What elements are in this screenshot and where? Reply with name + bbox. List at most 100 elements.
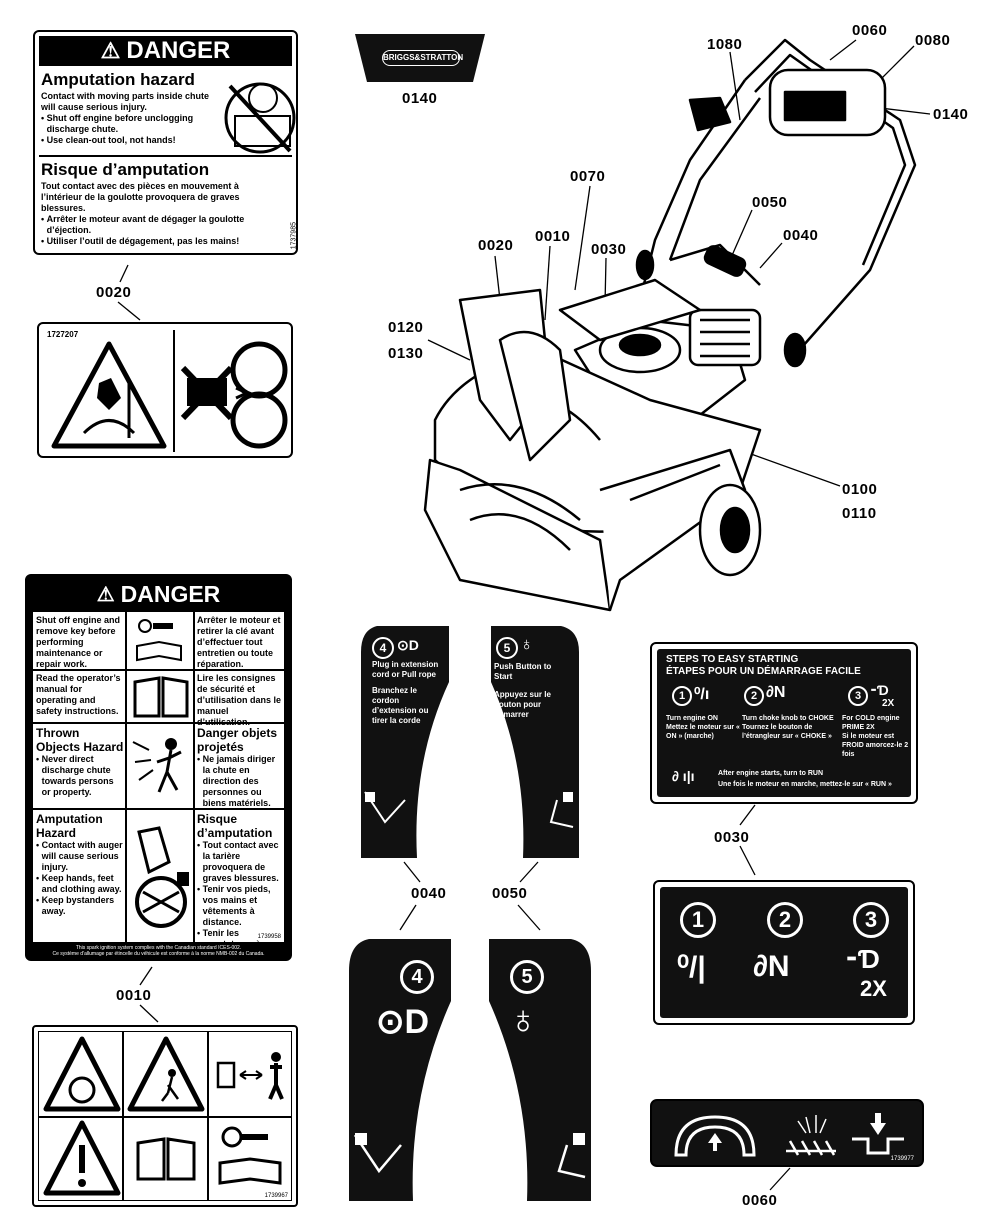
- warning-triangle-icon: ⚠: [96, 583, 115, 606]
- step-3-badge: 3: [853, 902, 889, 938]
- prime-count: 2X: [860, 976, 887, 1001]
- en-title: Amputation hazard: [41, 70, 195, 89]
- callout-0060-top: 0060: [852, 22, 888, 39]
- fr-title: Risque d’amputation: [41, 160, 210, 179]
- danger-banner: ⚠ DANGER: [30, 579, 287, 609]
- primer-icon: ⁃Ɗ: [845, 944, 880, 974]
- push-button-icon: ♁: [520, 634, 534, 654]
- decal-0030-pictograms: 1 2 3 ⁰/| ∂N ⁃Ɗ 2X: [653, 880, 915, 1025]
- thrown-objects-warning-icon: [127, 1036, 205, 1112]
- hand-in-chute-icon: [224, 82, 296, 154]
- callout-0060-low: 0060: [742, 1192, 778, 1209]
- en-lead: Contact with moving parts inside chute w…: [41, 91, 210, 112]
- step-2-badge: 2: [744, 686, 764, 706]
- callout-0050-low: 0050: [492, 885, 528, 902]
- decal-0050-low-step: 5: [510, 960, 544, 994]
- step-1-en: Turn engine ON: [666, 715, 718, 722]
- callout-0100: 0100: [842, 481, 878, 498]
- decal-0010-pictograms: 1739967: [32, 1025, 298, 1207]
- callout-0020: 0020: [96, 284, 132, 301]
- key-and-manual-icon: [136, 619, 182, 662]
- part-number: 1727207: [47, 330, 79, 339]
- callout-0040-top: 0040: [783, 227, 819, 244]
- run-icon: ∂ ı|ı: [672, 768, 695, 784]
- fr-bullet-2: Utiliser l’outil de dégagement, pas les …: [46, 236, 240, 246]
- row3-fr-title: Danger objets projetés: [197, 726, 278, 754]
- callout-0050-top: 0050: [752, 194, 788, 211]
- callout-1080: 1080: [707, 36, 743, 53]
- step-2-fr: Tournez le bouton de l’étrangleur sur « …: [742, 724, 832, 740]
- part-number: 1739958: [257, 934, 281, 940]
- fr-lead: Tout contact avec des pièces en mouvemen…: [41, 181, 240, 213]
- callout-0080: 0080: [915, 32, 951, 49]
- row4-en-b3: Keep bystanders away.: [41, 895, 115, 916]
- decal-0040-low-step: 4: [400, 960, 434, 994]
- decal-0050-top-step: 5: [496, 637, 518, 659]
- snowblower-illustration: [423, 38, 917, 612]
- auger-spray-icon: [786, 1115, 836, 1156]
- danger-banner: ⚠ DANGER: [39, 36, 292, 66]
- choke-icon: ∂N: [766, 684, 786, 701]
- danger-banner-text: DANGER: [120, 580, 221, 607]
- press-down-icon: [852, 1113, 904, 1155]
- fr-bullet-1: Arrêter le moteur avant de dégager la go…: [46, 214, 245, 235]
- title-en: STEPS TO EASY STARTING: [666, 654, 799, 665]
- step-1-badge: 1: [672, 686, 692, 706]
- callout-0040-low: 0040: [411, 885, 447, 902]
- step-3-en: For COLD engine PRIME 2X: [842, 715, 900, 731]
- decal-0030-starting-steps: STEPS TO EASY STARTING ÉTAPES POUR UN DÉ…: [650, 642, 918, 804]
- row4-fr-title: Risque d’amputation: [197, 812, 273, 840]
- decal-0020-danger: ⚠ DANGER Amputation hazard Contact with …: [33, 30, 298, 255]
- footer-en: This spark ignition system complies with…: [75, 945, 242, 951]
- plug-icon: ⊙D: [397, 637, 419, 653]
- general-warning-icon: [43, 1120, 121, 1196]
- en-bullet-2: Use clean-out tool, not hands!: [46, 135, 176, 145]
- title-fr: ÉTAPES POUR UN DÉMARRAGE FACILE: [666, 666, 861, 677]
- briggs-logo-text: BRIGGS&STRATTON: [382, 50, 463, 66]
- row4-en-title: Amputation Hazard: [36, 812, 103, 840]
- callout-0130: 0130: [388, 345, 424, 362]
- step-3-fr: Si le moteur est FROID amorcez-le 2 fois: [842, 733, 909, 758]
- push-button-icon: ♁: [508, 998, 538, 1042]
- callout-0010-mid: 0010: [535, 228, 571, 245]
- callout-0140-top: 0140: [402, 90, 438, 107]
- danger-banner-text: DANGER: [126, 37, 231, 64]
- callout-0030-mid: 0030: [591, 241, 627, 258]
- prime-count: 2X: [882, 698, 895, 709]
- callout-0010-low: 0010: [116, 987, 152, 1004]
- row2-fr: Lire les consignes de sécurité et d’util…: [197, 673, 282, 727]
- decal-0040-top-fr: Branchez le cordon d’extension ou tirer …: [372, 686, 429, 725]
- warning-triangle-icon: ⚠: [100, 38, 121, 63]
- callout-0120: 0120: [388, 319, 424, 336]
- ignition-on-icon: ⁰/|: [677, 951, 706, 984]
- thrown-objects-icon: [132, 738, 182, 793]
- read-manual-icon: [133, 676, 189, 718]
- decal-0060-handle: 1739977: [650, 1099, 924, 1167]
- decal-0010-danger: ⚠ DANGER Shut off engine and remove key …: [25, 574, 292, 961]
- row2-en: Read the operator’s manual for operating…: [36, 673, 121, 716]
- row1-fr: Arrêter le moteur et retirer la clé avan…: [197, 615, 281, 669]
- callout-0110: 0110: [842, 505, 877, 522]
- part-number: 1739977: [890, 1156, 914, 1162]
- callout-0020-mid: 0020: [478, 237, 514, 254]
- decal-0040-top-step: 4: [372, 637, 394, 659]
- choke-icon: ∂N: [753, 950, 790, 983]
- step-2-en: Turn choke knob to CHOKE: [742, 715, 834, 722]
- hand-in-impeller-warning-icon: [51, 341, 167, 449]
- run-fr: Une fois le moteur en marche, mettez-le …: [718, 781, 892, 788]
- decal-0040-top-en: Plug in extension cord or Pull rope: [372, 660, 439, 679]
- callout-0070: 0070: [570, 168, 606, 185]
- run-en: After engine starts, turn to RUN: [718, 770, 824, 777]
- callout-0140-right: 0140: [933, 106, 969, 123]
- step-1-fr: Mettez le moteur sur « ON » (marche): [666, 724, 740, 740]
- read-manual-icon: [136, 1137, 196, 1181]
- row1-en: Shut off engine and remove key before pe…: [36, 615, 120, 669]
- footer-fr: Ce système d’allumage par étincelle du v…: [52, 951, 265, 957]
- row4-fr-b1: Tout contact avec la tarière provoquera …: [202, 840, 279, 883]
- decal-0040-low-shape: [349, 939, 451, 1201]
- part-number: 1737985: [290, 222, 297, 250]
- primer-icon: ⁃Ɗ: [870, 682, 889, 698]
- row4-en-b2: Keep hands, feet and clothing away.: [41, 873, 122, 894]
- decal-0050-top-en: Push Button to Start: [494, 662, 552, 681]
- row3-en-title: Thrown Objects Hazard: [36, 726, 124, 754]
